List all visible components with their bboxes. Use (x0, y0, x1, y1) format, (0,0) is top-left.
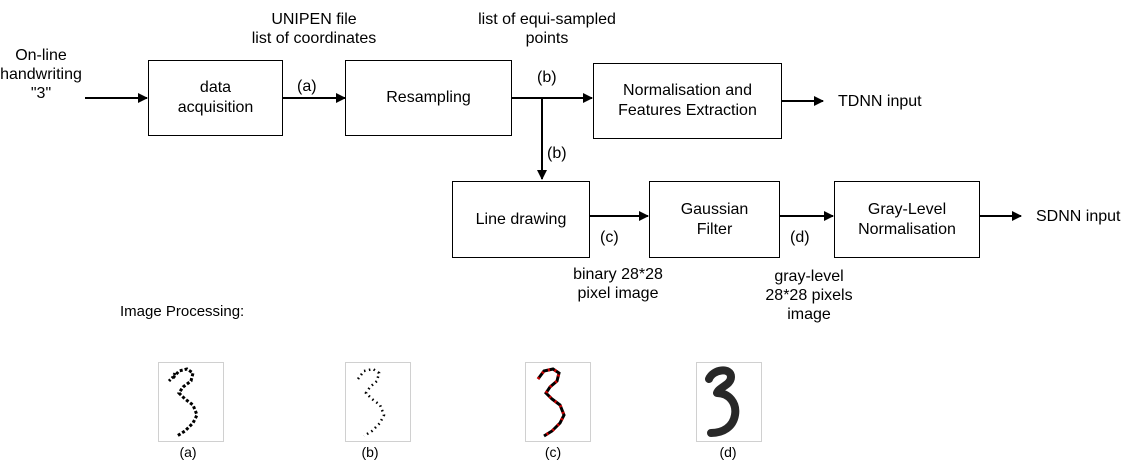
caption-b: (b) (361, 444, 379, 460)
edge-label-b-down: (b) (547, 145, 567, 162)
thumbnail-a-raw-coordinates (158, 362, 224, 442)
caption-d: (d) (719, 444, 737, 460)
gray-image-annotation: gray-level 28*28 pixels image (765, 268, 853, 323)
edge-label-d: (d) (790, 229, 810, 246)
thumbnail-b-resampled-points (345, 362, 411, 442)
image-processing-title: Image Processing: (120, 303, 245, 320)
caption-a: (a) (179, 444, 197, 460)
binary-image-annotation: binary 28*28 pixel image (573, 266, 663, 302)
thumbnail-d-gaussian-filtered (696, 362, 762, 442)
gaussian-filter-box: Gaussian Filter (649, 181, 780, 258)
digit-three-line-stroke (536, 367, 566, 438)
unipen-annotation: UNIPEN file list of coordinates (251, 11, 377, 47)
line-drawing-label: Line drawing (475, 210, 567, 228)
digit-three-sparse-stroke (171, 367, 199, 438)
gray-level-normalisation-box: Gray-Level Normalisation (834, 181, 980, 258)
thumbnail-c-line-drawing (525, 362, 591, 442)
gray-level-normalisation-label: Gray-Level Normalisation (858, 200, 956, 238)
digit-three-stub (167, 372, 177, 383)
caption-c: (c) (544, 444, 562, 460)
sdnn-output-label: SDNN input (1036, 208, 1121, 225)
data-acquisition-label: data acquisition (177, 79, 254, 116)
equi-sampled-annotation: list of equi-sampled points (478, 11, 616, 47)
data-acquisition-box: data acquisition (148, 60, 283, 136)
digit-three-dotted-stroke (357, 367, 386, 438)
resampling-box: Resampling (345, 60, 512, 136)
tdnn-output-label: TDNN input (838, 93, 922, 110)
resampling-label: Resampling (386, 89, 471, 106)
normalisation-label: Normalisation and Features Extraction (618, 82, 757, 119)
normalisation-box: Normalisation and Features Extraction (593, 63, 782, 139)
input-label: On-line handwriting "3" (0, 47, 82, 102)
digit-three-red-points (536, 367, 566, 438)
gaussian-filter-label: Gaussian Filter (680, 200, 749, 238)
edge-label-b-top: (b) (537, 69, 557, 86)
edge-label-c: (c) (600, 229, 619, 246)
edge-label-a: (a) (297, 78, 317, 95)
line-drawing-box: Line drawing (452, 181, 590, 258)
digit-three-blurred-stroke (705, 366, 740, 437)
